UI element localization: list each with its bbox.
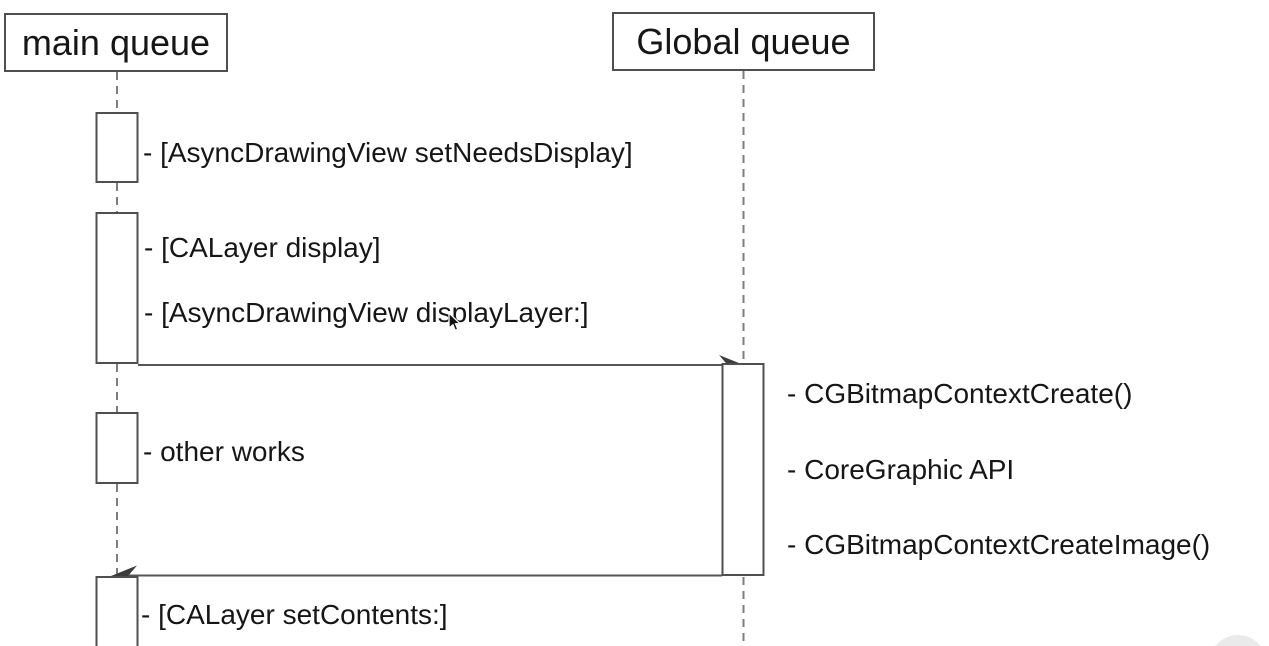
annotation-calayer-set-contents: - [CALayer setContents:]	[141, 599, 448, 630]
activation-main-1	[95, 112, 139, 183]
activation-main-2	[95, 212, 139, 364]
annotation-core-graphic-api: - CoreGraphic API	[787, 454, 1015, 485]
annotation-cgbitmap-context-create: - CGBitmapContextCreate()	[787, 378, 1133, 409]
annotation-other-works: - other works	[143, 436, 305, 467]
return-arrowhead-to-main	[111, 565, 137, 576]
activation-main-3	[95, 412, 139, 484]
message-arrowhead-to-global	[719, 355, 745, 366]
annotation-set-needs-display: - [AsyncDrawingView setNeedsDisplay]	[143, 137, 633, 168]
activation-global	[721, 363, 765, 576]
activation-main-4	[95, 576, 139, 646]
mouse-cursor-icon	[448, 312, 462, 332]
lifeline-header-main-queue: main queue	[4, 13, 228, 72]
lifeline-main-queue-label: main queue	[21, 21, 211, 63]
lifeline-global-queue-label: Global queue	[636, 20, 851, 62]
annotation-calayer-display: - [CALayer display]	[144, 232, 381, 263]
annotation-cgbitmap-context-create-image: - CGBitmapContextCreateImage()	[787, 529, 1211, 560]
lifeline-header-global-queue: Global queue	[612, 12, 875, 71]
watermark-circle	[1209, 635, 1267, 646]
annotation-display-layer: - [AsyncDrawingView displayLayer:]	[144, 297, 589, 328]
